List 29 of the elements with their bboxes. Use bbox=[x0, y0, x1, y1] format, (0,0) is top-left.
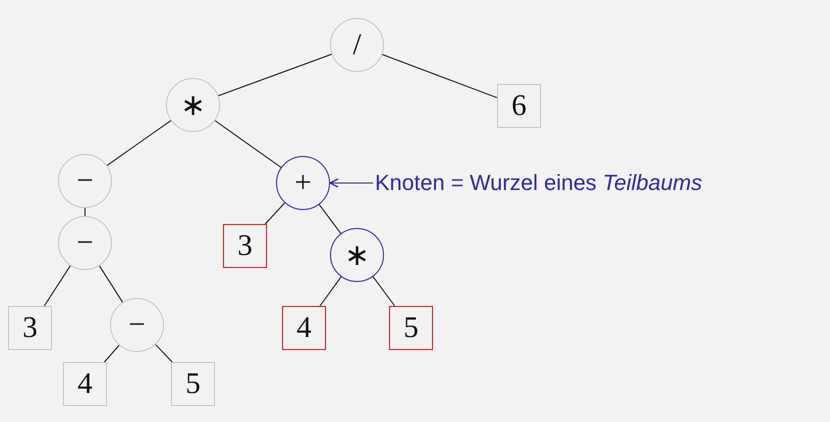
number-leaf: 5 bbox=[389, 306, 433, 350]
tree-edge bbox=[218, 54, 332, 96]
operator-node: − bbox=[58, 154, 112, 208]
operator-node: − bbox=[58, 216, 112, 270]
operator-node: ∗ bbox=[166, 78, 220, 132]
arrow bbox=[329, 178, 374, 188]
operator-node: + bbox=[276, 156, 330, 210]
tree-edge bbox=[319, 276, 342, 306]
tree-edge bbox=[98, 265, 124, 303]
tree-edge bbox=[155, 344, 173, 362]
number-leaf: 5 bbox=[171, 362, 215, 406]
tree-edge bbox=[214, 120, 282, 168]
tree-edge bbox=[106, 120, 172, 166]
number-leaf: 3 bbox=[8, 306, 52, 350]
tree-edge bbox=[382, 54, 498, 98]
tree-edge bbox=[44, 265, 71, 306]
annotation: Knoten = Wurzel eines Teilbaums bbox=[375, 169, 702, 197]
number-leaf: 6 bbox=[497, 84, 541, 128]
tree-edge bbox=[318, 204, 342, 234]
operator-node: / bbox=[330, 18, 384, 72]
operator-node: − bbox=[110, 298, 164, 352]
number-leaf: 4 bbox=[63, 362, 107, 406]
tree-edge bbox=[84, 208, 86, 216]
tree-edge bbox=[104, 344, 120, 362]
operator-node: ∗ bbox=[330, 228, 384, 282]
tree-edge bbox=[372, 276, 396, 306]
number-leaf: 4 bbox=[282, 306, 326, 350]
number-leaf: 3 bbox=[223, 224, 267, 268]
tree-edge bbox=[264, 202, 286, 224]
